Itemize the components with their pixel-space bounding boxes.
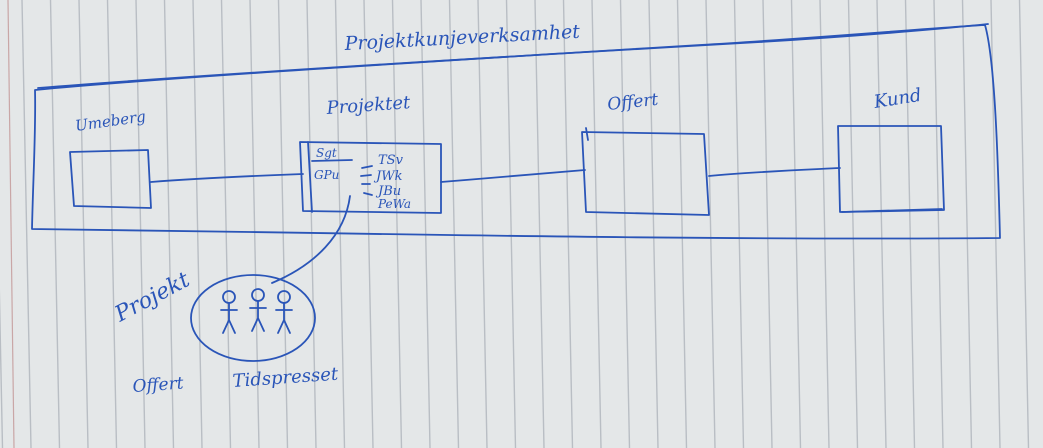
project-inner-right-4: PeWa bbox=[377, 197, 411, 211]
project-inner-left-2: GPu bbox=[314, 168, 339, 182]
project-inner-right-1: TSv bbox=[378, 153, 404, 168]
project-inner-left-1: Sgt bbox=[316, 146, 337, 160]
project-box-inner-line bbox=[312, 160, 352, 161]
bubble-caption-left: Offert bbox=[132, 373, 184, 397]
project-inner-right-2: JWk bbox=[373, 169, 403, 184]
